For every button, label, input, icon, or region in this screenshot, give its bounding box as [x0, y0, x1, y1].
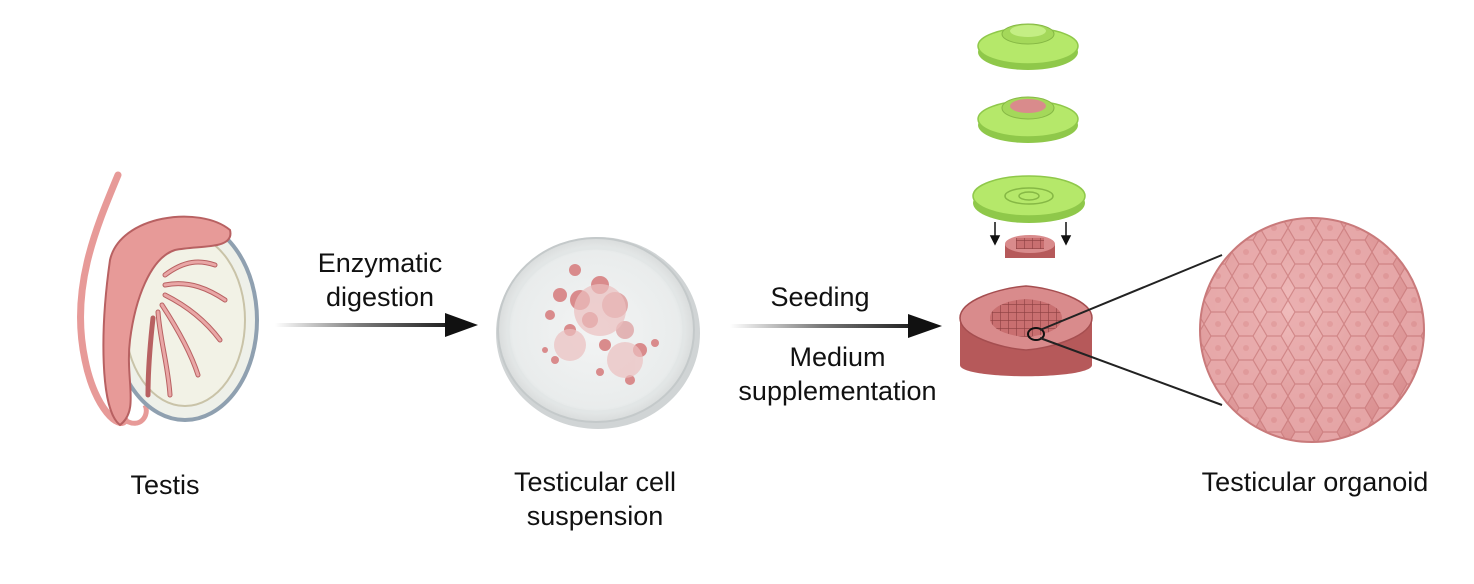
testis-illustration — [76, 171, 259, 427]
petri-dish-icon — [496, 237, 700, 429]
label-enzymatic-line1: Enzymatic — [317, 248, 443, 278]
label-cell-suspension-line2: suspension — [526, 501, 664, 531]
label-enzymatic-line2: digestion — [325, 282, 435, 312]
label-organoid: Testicular organoid — [1201, 467, 1429, 497]
label-cell-suspension: Testicular cell suspension — [470, 465, 720, 533]
label-medium-line2: supplementation — [738, 376, 937, 406]
label-medium-line1: Medium — [789, 342, 886, 372]
arrow-seeding — [730, 314, 942, 338]
arrow-enzymatic-digestion — [275, 313, 478, 337]
zoom-lines — [1039, 254, 1223, 406]
label-seeding: Seeding — [770, 282, 870, 312]
label-testis: Testis — [130, 470, 200, 500]
organoid-sphere-icon — [1199, 217, 1425, 443]
scaffold-device-icon — [959, 23, 1093, 377]
label-cell-suspension-line1: Testicular cell — [513, 467, 677, 497]
label-enzymatic-digestion: Enzymatic digestion — [280, 246, 480, 314]
label-medium-supplementation: Medium supplementation — [705, 340, 970, 408]
